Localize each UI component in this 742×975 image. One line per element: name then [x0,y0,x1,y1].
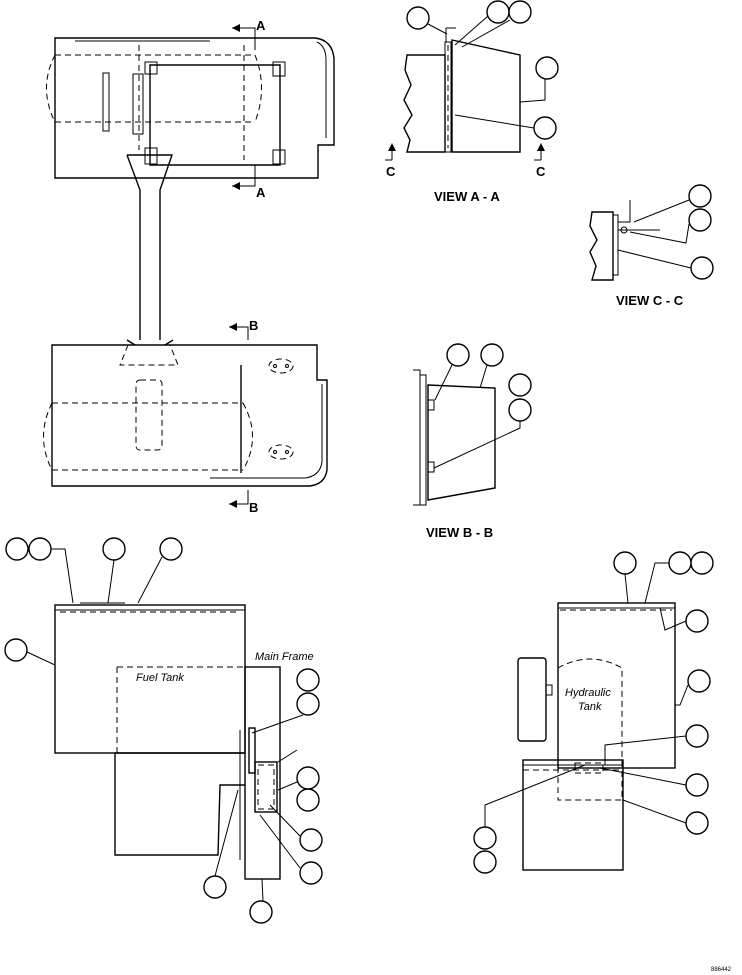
hydraulic-tank-side-view [473,551,714,874]
section-b-marker-top: B [229,318,258,340]
callout [159,537,183,561]
callout [299,828,323,852]
view-aa-title: VIEW A - A [434,189,500,204]
hydraulic-tank-label-line2: Tank [578,701,602,713]
view-cc-detail [589,184,714,281]
callout [446,343,470,367]
callout [296,692,320,716]
lower-mount-plan [43,339,328,487]
fuel-tank-label: Fuel Tank [136,672,184,684]
section-a-marker-top: A [232,18,266,50]
callout [668,551,692,575]
callout [299,861,323,885]
figure-number: 886442 [711,967,732,973]
callout [296,788,320,812]
section-c-markers: C C [385,143,546,179]
callout [688,184,712,208]
callout [28,537,52,561]
section-c-label-right: C [536,164,546,179]
callout [4,638,28,662]
section-a-marker-bottom: A [232,165,266,200]
callout [508,398,532,422]
callout [508,0,532,24]
view-aa-detail [403,0,559,153]
fuel-tank-side-view [4,537,323,924]
callout [685,609,709,633]
section-c-label-left: C [386,164,396,179]
view-bb-detail [413,343,532,506]
main-frame-label: Main Frame [255,651,314,663]
callout [203,875,227,899]
upper-mount-plan [46,37,335,340]
section-a-label-bottom: A [256,185,266,200]
callout [688,208,712,232]
callout [690,256,714,280]
callout [685,724,709,748]
section-b-label-top: B [249,318,258,333]
view-cc-title: VIEW C - C [616,293,684,308]
callout [687,669,711,693]
section-a-label-top: A [256,18,266,33]
callout [535,56,559,80]
callout [508,373,532,397]
callout [480,343,504,367]
callout [685,811,709,835]
callout [473,826,497,850]
callout [533,116,557,140]
callout [102,537,126,561]
callout [685,773,709,797]
callout [296,668,320,692]
section-b-label-bottom: B [249,500,258,515]
callout [406,6,430,30]
view-bb-title: VIEW B - B [426,525,493,540]
callout [249,900,273,924]
section-b-marker-bottom: B [229,490,258,515]
callout [690,551,714,575]
callout [473,850,497,874]
callout [486,0,510,24]
callout [296,766,320,790]
callout [5,537,29,561]
callout [613,551,637,575]
hydraulic-tank-label-line1: Hydraulic [565,687,611,699]
